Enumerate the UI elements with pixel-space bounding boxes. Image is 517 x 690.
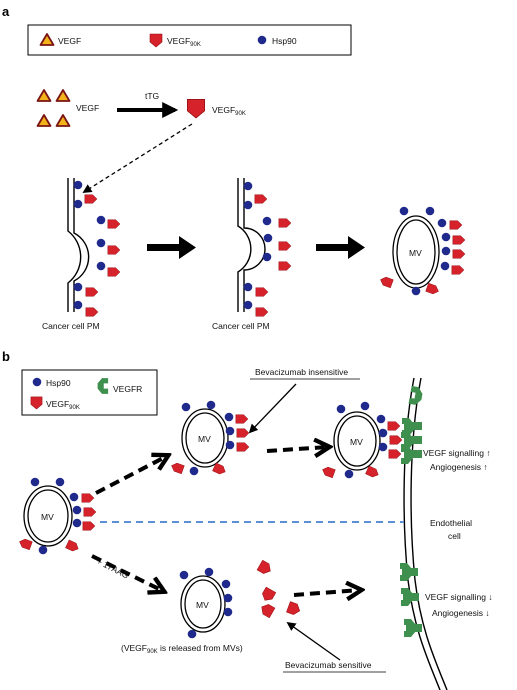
legend-b-hsp90-label: Hsp90 bbox=[46, 378, 71, 388]
pm-label-1: Cancer cell PM bbox=[42, 321, 100, 331]
panel-b-legend: Hsp90 VEGF90K VEGFR bbox=[21, 369, 158, 416]
treatment-label: + 17AAG bbox=[95, 556, 130, 581]
mv-label-lower: MV bbox=[196, 600, 209, 610]
microvesicle-source bbox=[17, 477, 97, 555]
upper-to-cell-arrow bbox=[266, 447, 328, 451]
dashed-binding-arrow bbox=[82, 123, 193, 193]
cancer-cell-pm-2 bbox=[237, 178, 292, 317]
vegfr-lower bbox=[400, 563, 422, 637]
vegf90k-product-icon bbox=[187, 99, 205, 119]
insensitive-pointer bbox=[248, 383, 297, 434]
pm-label-2: Cancer cell PM bbox=[212, 321, 270, 331]
vegf-cluster-label: VEGF bbox=[76, 103, 99, 113]
panel-a-letter: a bbox=[2, 4, 10, 19]
cancer-cell-pm-1 bbox=[67, 178, 121, 317]
mv-label-docked: MV bbox=[350, 437, 363, 447]
legend-vegf-label: VEGF bbox=[58, 36, 81, 46]
signal-down-text: VEGF signalling ↓ bbox=[425, 592, 493, 602]
vegf90k-product-label: VEGF90K bbox=[212, 105, 246, 117]
vegfr-upper bbox=[401, 385, 424, 464]
ttg-label: tTG bbox=[145, 91, 159, 101]
endothelial-label-line2: cell bbox=[448, 531, 461, 541]
angiogenesis-down-text: Angiogenesis ↓ bbox=[432, 608, 490, 618]
panel-a-legend: VEGF VEGF90K Hsp90 bbox=[27, 24, 352, 56]
microvesicle-a bbox=[378, 206, 466, 296]
microvesicle-docked bbox=[320, 401, 403, 480]
microvesicle-lower bbox=[179, 567, 233, 639]
legend-hsp90-label: Hsp90 bbox=[272, 36, 297, 46]
mv-label-a: MV bbox=[409, 248, 422, 258]
vegf-cluster bbox=[36, 89, 71, 127]
endothelial-label-line1: Endothelial bbox=[430, 518, 472, 528]
bevacizumab-insensitive-label: Bevacizumab insensitive bbox=[255, 367, 348, 377]
lower-to-cell-arrow bbox=[293, 590, 360, 595]
legend-b-vegfr-label: VEGFR bbox=[113, 384, 142, 394]
hsp90-dot-icon bbox=[257, 35, 267, 45]
bevacizumab-sensitive-label: Bevacizumab sensitive bbox=[285, 660, 372, 670]
released-vegf90k bbox=[256, 559, 302, 619]
lower-path-arrow bbox=[91, 554, 163, 591]
angiogenesis-up-text: Angiogenesis ↑ bbox=[430, 462, 488, 472]
progress-arrow-1 bbox=[147, 236, 196, 259]
release-note: (VEGF90K is released from MVs) bbox=[121, 643, 243, 655]
legend-b-vegf90k-label: VEGF90K bbox=[46, 399, 80, 411]
legend-vegf90k-label: VEGF90K bbox=[167, 36, 201, 48]
progress-arrow-2 bbox=[316, 236, 365, 259]
signal-up-text: VEGF signalling ↑ bbox=[423, 448, 491, 458]
hsp90-dot-icon bbox=[32, 377, 42, 387]
mv-label-source: MV bbox=[41, 512, 54, 522]
microvesicle-upper bbox=[169, 400, 250, 477]
upper-path-arrow bbox=[95, 456, 167, 495]
sensitive-pointer bbox=[286, 621, 341, 661]
panel-b-letter: b bbox=[2, 349, 10, 364]
mv-label-upper: MV bbox=[198, 434, 211, 444]
